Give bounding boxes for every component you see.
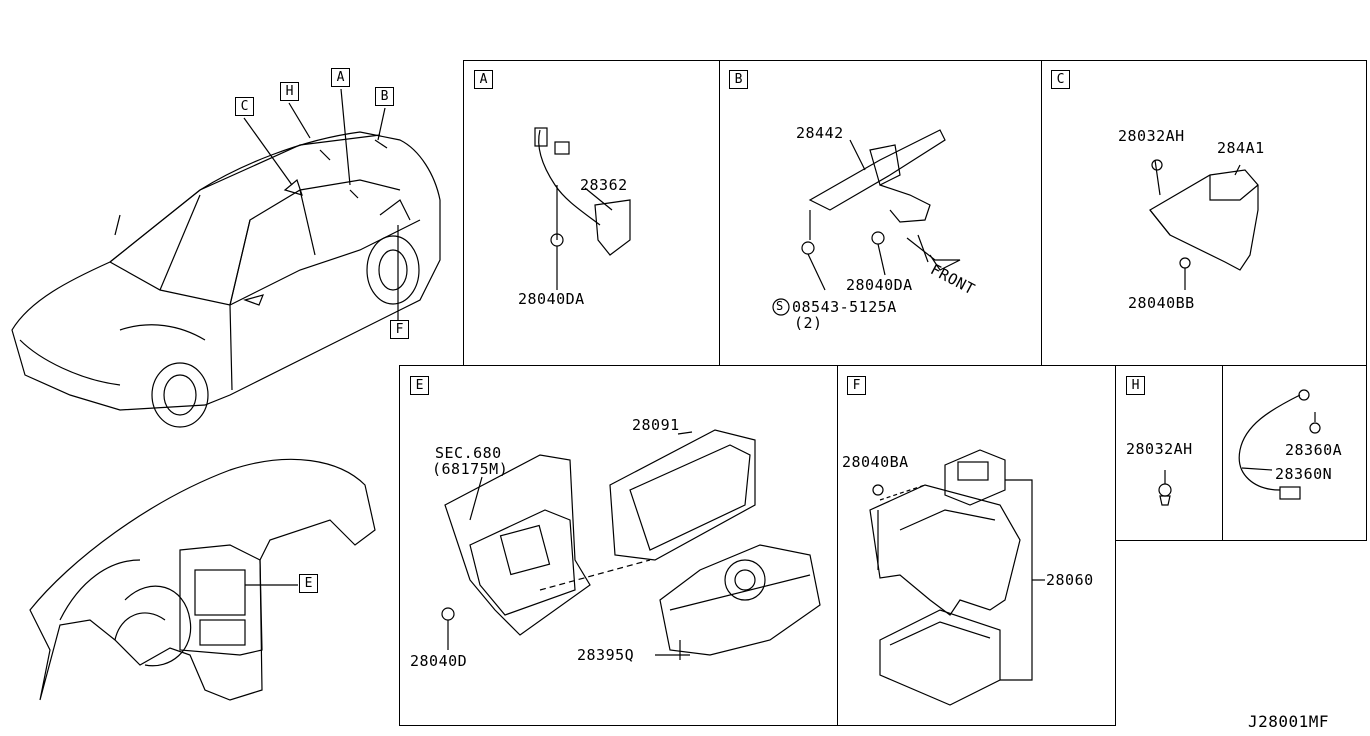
quantity-label: (2) bbox=[794, 314, 823, 332]
part-number-28442[interactable]: 28442 bbox=[796, 124, 844, 142]
part-number-284a1[interactable]: 284A1 bbox=[1217, 139, 1265, 157]
panel-h-frame bbox=[1115, 365, 1367, 541]
part-number-28091[interactable]: 28091 bbox=[632, 416, 680, 434]
part-number-68175m[interactable]: (68175M) bbox=[432, 460, 509, 478]
part-number-08543-5125a[interactable]: 08543-5125A bbox=[792, 298, 897, 316]
part-28442-bracket bbox=[772, 129, 961, 316]
callout-b-car[interactable]: B bbox=[375, 87, 394, 106]
part-28362-harness bbox=[534, 127, 631, 290]
screw-symbol: S bbox=[776, 299, 784, 313]
diagram-code: J28001MF bbox=[1248, 712, 1330, 731]
dashboard-illustration bbox=[29, 458, 376, 701]
panel-f-letter: F bbox=[847, 376, 866, 395]
part-284A1-module bbox=[1149, 159, 1259, 290]
sec-680-reference[interactable]: SEC.680 bbox=[435, 444, 502, 462]
part-number-28060[interactable]: 28060 bbox=[1046, 571, 1094, 589]
part-number-28032ah-c[interactable]: 28032AH bbox=[1118, 127, 1185, 145]
part-number-28360a[interactable]: 28360A bbox=[1285, 441, 1343, 459]
part-28060-bcm bbox=[869, 449, 1045, 706]
panel-f-frame bbox=[837, 365, 1116, 726]
part-number-28032ah-h[interactable]: 28032AH bbox=[1126, 440, 1193, 458]
part-number-28040da-b[interactable]: 28040DA bbox=[846, 276, 913, 294]
callout-h-car[interactable]: H bbox=[280, 82, 299, 101]
panel-h-divider bbox=[1222, 365, 1223, 541]
callout-e-dash[interactable]: E bbox=[299, 574, 318, 593]
panel-b-frame bbox=[719, 60, 1042, 366]
part-number-28040da-a[interactable]: 28040DA bbox=[518, 290, 585, 308]
car-illustration bbox=[11, 88, 441, 428]
part-number-28040bb[interactable]: 28040BB bbox=[1128, 294, 1195, 312]
panel-c-frame bbox=[1041, 60, 1367, 366]
panel-b-letter: B bbox=[729, 70, 748, 89]
panel-c-letter: C bbox=[1051, 70, 1070, 89]
part-number-28395q[interactable]: 28395Q bbox=[577, 646, 635, 664]
part-28360-ground-cable bbox=[1158, 389, 1321, 506]
panel-a-letter: A bbox=[474, 70, 493, 89]
callout-a-car[interactable]: A bbox=[331, 68, 350, 87]
part-number-28040d[interactable]: 28040D bbox=[410, 652, 468, 670]
panel-e-frame bbox=[399, 365, 838, 726]
panel-a-frame bbox=[463, 60, 720, 366]
panel-h-letter: H bbox=[1126, 376, 1145, 395]
part-28091-display-and-bracket bbox=[441, 429, 821, 660]
callout-c-car[interactable]: C bbox=[235, 97, 254, 116]
part-number-28040ba[interactable]: 28040BA bbox=[842, 453, 909, 471]
panel-e-letter: E bbox=[410, 376, 429, 395]
part-number-28362[interactable]: 28362 bbox=[580, 176, 628, 194]
callout-f-car[interactable]: F bbox=[390, 320, 409, 339]
part-number-28360n[interactable]: 28360N bbox=[1275, 465, 1333, 483]
